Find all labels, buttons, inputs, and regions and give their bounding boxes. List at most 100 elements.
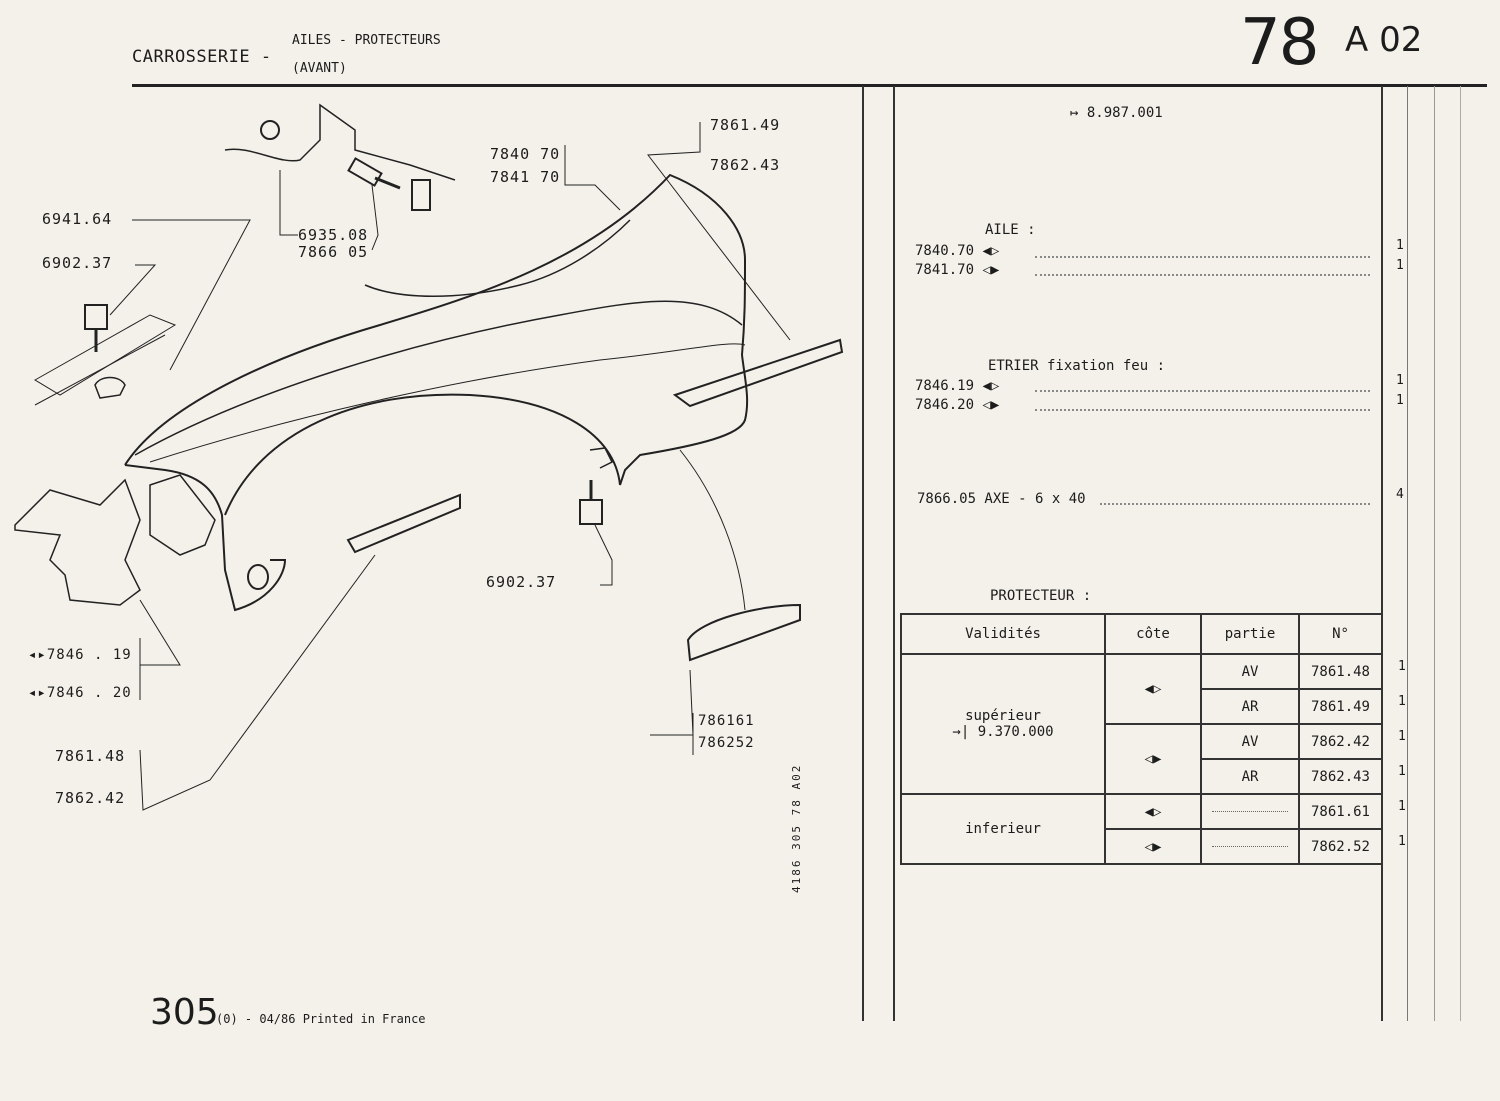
aile-qty-1: 1 — [1396, 238, 1404, 253]
table-qty: 1 — [1398, 834, 1406, 849]
margin-line-2 — [1434, 86, 1435, 1021]
fender-outline — [124, 173, 749, 486]
margin-line-3 — [1460, 86, 1461, 1021]
ref-cell: 7861.48 — [1298, 653, 1383, 690]
leader-6941-64 — [132, 219, 251, 371]
ref-cell: 7862.52 — [1298, 828, 1383, 865]
partie-cell — [1200, 828, 1300, 865]
dot-leader — [1035, 390, 1370, 392]
dot-leader — [1035, 409, 1370, 411]
leader-7846 — [139, 599, 181, 700]
leader-7866-05 — [371, 184, 379, 251]
label-7862-52: 786252 — [698, 735, 755, 751]
aile-qty-2: 1 — [1396, 258, 1404, 273]
etrier-qty-1: 1 — [1396, 373, 1404, 388]
label-6935-08: 6935.08 — [298, 226, 369, 244]
header-category: CARROSSERIE - — [132, 47, 272, 67]
to-serial-arrow-icon: →| — [952, 724, 978, 740]
label-7841-70: 7841 70 — [490, 168, 561, 186]
table-row: AR 7862.43 — [901, 758, 1383, 795]
leader-7840-70 — [564, 145, 621, 211]
panel-divider-line — [862, 86, 864, 1021]
leader-6902-37-left — [109, 264, 157, 316]
qty-column-line — [1381, 86, 1383, 1021]
aile-heading: AILE : — [985, 222, 1036, 238]
footer-print-info: (0) - 04/86 Printed in France — [216, 1012, 426, 1026]
etrier-ref-1: 7846.19 ◀▷ — [915, 378, 1000, 394]
table-row: ◁▶ AV 7862.42 — [901, 723, 1383, 795]
strip-rear-upper — [672, 338, 844, 408]
label-7866-05: 7866 05 — [298, 243, 369, 261]
label-7846-20: ◂▸7846 . 20 — [28, 685, 132, 701]
label-7861-49: 7861.49 — [710, 116, 781, 134]
leader-6902-37-mid — [594, 524, 613, 586]
label-6902-37-left: 6902.37 — [42, 254, 113, 272]
label-6902-37-mid: 6902.37 — [486, 573, 557, 591]
table-header-row: Validités côte partie N° — [900, 613, 1383, 655]
dot-leader — [1035, 274, 1370, 276]
from-serial-arrow-icon: ↦ — [1070, 105, 1087, 121]
validity-superieur: supérieur →| 9.370.000 — [900, 653, 1106, 795]
col-header-validites: Validités — [900, 613, 1106, 655]
page-code: A 02 — [1345, 20, 1423, 60]
etrier-heading: ETRIER fixation feu : — [988, 358, 1166, 374]
dot-leader — [1100, 503, 1370, 505]
leader-7861-49 — [647, 122, 791, 341]
table-row: inferieur ◀▷ 7861.61 — [900, 793, 1383, 865]
table-qty: 1 — [1398, 729, 1406, 744]
strip-front-upper — [346, 493, 461, 554]
leader-6935-08 — [279, 170, 298, 236]
table-row: supérieur →| 9.370.000 ◀▷ AV 7861.48 — [900, 653, 1383, 795]
table-qty: 1 — [1398, 694, 1406, 709]
etrier-qty-2: 1 — [1396, 393, 1404, 408]
label-7861-61: 786161 — [698, 713, 755, 729]
label-6941-64: 6941.64 — [42, 210, 113, 228]
partie-cell: AR — [1200, 688, 1300, 725]
right-side-icon: ◁▶ — [1104, 828, 1202, 865]
strip-lower — [686, 603, 801, 662]
table-qty: 1 — [1398, 659, 1406, 674]
label-7862-42: 7862.42 — [55, 789, 126, 807]
table-qty: 1 — [1398, 799, 1406, 814]
protecteur-heading: PROTECTEUR : — [990, 588, 1092, 604]
partie-cell: AV — [1200, 723, 1300, 760]
fender-crease-lower — [149, 343, 746, 463]
leader-7861-61 — [650, 669, 694, 755]
table-qty: 1 — [1398, 764, 1406, 779]
right-side-icon: ◁▶ — [982, 397, 1000, 413]
header-rule — [132, 84, 1487, 87]
ref-cell: 7861.49 — [1298, 688, 1383, 725]
label-7846-19: ◂▸7846 . 19 — [28, 647, 132, 663]
axe-line: 7866.05 AXE - 6 x 40 — [917, 491, 1086, 507]
aile-ref-2: 7841.70 ◁▶ — [915, 262, 1000, 278]
left-side-icon: ◀▷ — [1104, 793, 1202, 830]
header-subtitle-1: AILES - PROTECTEURS — [292, 33, 441, 48]
col-header-cote: côte — [1104, 613, 1202, 655]
table-row: ◁▶ 7862.52 — [901, 828, 1383, 865]
ref-cell: 7862.43 — [1298, 758, 1383, 795]
validity-inferieur: inferieur — [900, 793, 1106, 865]
left-side-icon: ◀▷ — [1104, 653, 1202, 725]
vertical-reference-code: 4186 305 78 A02 — [790, 763, 803, 893]
label-7862-43: 7862.43 — [710, 156, 781, 174]
header-subtitle-2: (AVANT) — [292, 61, 347, 76]
margin-line-1 — [1407, 86, 1408, 1021]
panel-inner-line — [893, 86, 895, 1021]
protecteur-table: Validités côte partie N° supérieur →| 9.… — [900, 613, 1383, 865]
partie-cell: AR — [1200, 758, 1300, 795]
left-mount-plate — [34, 314, 177, 396]
label-7861-48: 7861.48 — [55, 747, 126, 765]
right-side-icon: ◁▶ — [982, 262, 1000, 278]
left-right-arrow-icon: ◂▸ — [28, 647, 47, 663]
fender-marker-hole — [247, 564, 269, 590]
top-bracket — [224, 103, 456, 181]
right-side-icon: ◁▶ — [1104, 723, 1202, 795]
group-number: 78 — [1240, 6, 1319, 80]
left-side-icon: ◀▷ — [982, 243, 1000, 259]
fender-front-lower — [124, 464, 287, 612]
col-header-numero: N° — [1298, 613, 1383, 655]
left-right-arrow-icon: ◂▸ — [28, 685, 47, 701]
fender-wheel-arch — [224, 393, 621, 516]
partie-cell: AV — [1200, 653, 1300, 690]
label-7840-70: 7840 70 — [490, 145, 561, 163]
